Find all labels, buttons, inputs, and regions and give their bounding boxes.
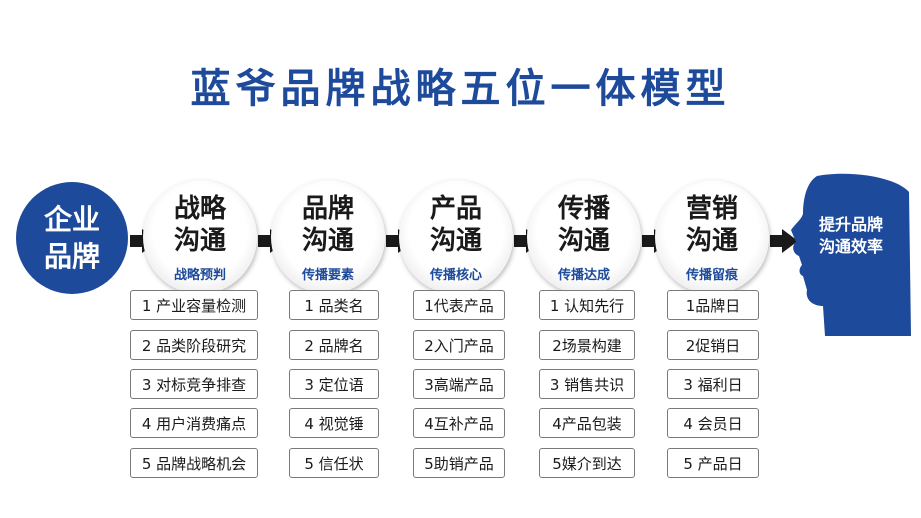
stage-item: 2促销日 — [667, 330, 759, 360]
stage-item: 5 信任状 — [289, 448, 379, 478]
start-node-line1: 企业 — [43, 203, 100, 236]
stage-brand-circle: 品牌 沟通 传播要素 — [271, 180, 385, 294]
stage-item: 4产品包装 — [539, 408, 635, 438]
stage-item: 4 视觉锤 — [289, 408, 379, 438]
stage-item: 2 品类阶段研究 — [130, 330, 258, 360]
stage-item: 3高端产品 — [413, 369, 505, 399]
stage-item: 4 用户消费痛点 — [130, 408, 258, 438]
end-node-line1: 提升品牌 — [818, 215, 883, 234]
stage-subtitle: 传播达成 — [557, 268, 610, 283]
stage-subtitle: 传播要素 — [301, 268, 354, 283]
stage-title-line1: 产品 — [429, 194, 482, 224]
stage-item: 4互补产品 — [413, 408, 505, 438]
stage-item: 3 对标竞争排查 — [130, 369, 258, 399]
start-node: 企业 品牌 — [16, 182, 128, 294]
stage-title-line2: 沟通 — [429, 226, 482, 256]
stage-title-line2: 沟通 — [173, 226, 226, 256]
stage-subtitle: 传播核心 — [429, 268, 482, 283]
stage-marketing-circle: 营销 沟通 传播留痕 — [655, 180, 769, 294]
stage-strategy-circle: 战略 沟通 战略预判 — [143, 180, 257, 294]
stage-item: 2入门产品 — [413, 330, 505, 360]
stage-item: 4 会员日 — [667, 408, 759, 438]
stage-title-line1: 战略 — [173, 194, 226, 224]
stage-item: 5助销产品 — [413, 448, 505, 478]
stage-title-line1: 传播 — [557, 194, 610, 224]
end-node-line2: 沟通效率 — [818, 237, 883, 256]
stage-item: 5媒介到达 — [539, 448, 635, 478]
stage-item: 1品牌日 — [667, 290, 759, 320]
stage-subtitle: 战略预判 — [173, 268, 226, 283]
stage-title-line2: 沟通 — [557, 226, 610, 256]
head-silhouette-icon — [791, 173, 911, 336]
stage-item: 3 定位语 — [289, 369, 379, 399]
stage-title-line1: 营销 — [685, 194, 738, 224]
stage-communication-circle: 传播 沟通 传播达成 — [527, 180, 641, 294]
stage-item: 2 品牌名 — [289, 330, 379, 360]
stage-title-line2: 沟通 — [685, 226, 738, 256]
stage-title-line1: 品牌 — [301, 194, 354, 224]
stage-product-circle: 产品 沟通 传播核心 — [399, 180, 513, 294]
diagram-title: 蓝爷品牌战略五位一体模型 — [190, 66, 731, 112]
stage-title-line2: 沟通 — [301, 226, 354, 256]
stage-item: 3 销售共识 — [539, 369, 635, 399]
stage-item: 1 产业容量检测 — [130, 290, 258, 320]
end-node-text: 提升品牌 沟通效率 — [810, 214, 892, 258]
stage-item: 3 福利日 — [667, 369, 759, 399]
stage-item: 5 产品日 — [667, 448, 759, 478]
stage-item: 2场景构建 — [539, 330, 635, 360]
start-node-line2: 品牌 — [43, 240, 100, 273]
stage-subtitle: 传播留痕 — [685, 268, 738, 283]
stage-item: 1 认知先行 — [539, 290, 635, 320]
stage-item: 1 品类名 — [289, 290, 379, 320]
stage-item: 1代表产品 — [413, 290, 505, 320]
stage-item: 5 品牌战略机会 — [130, 448, 258, 478]
